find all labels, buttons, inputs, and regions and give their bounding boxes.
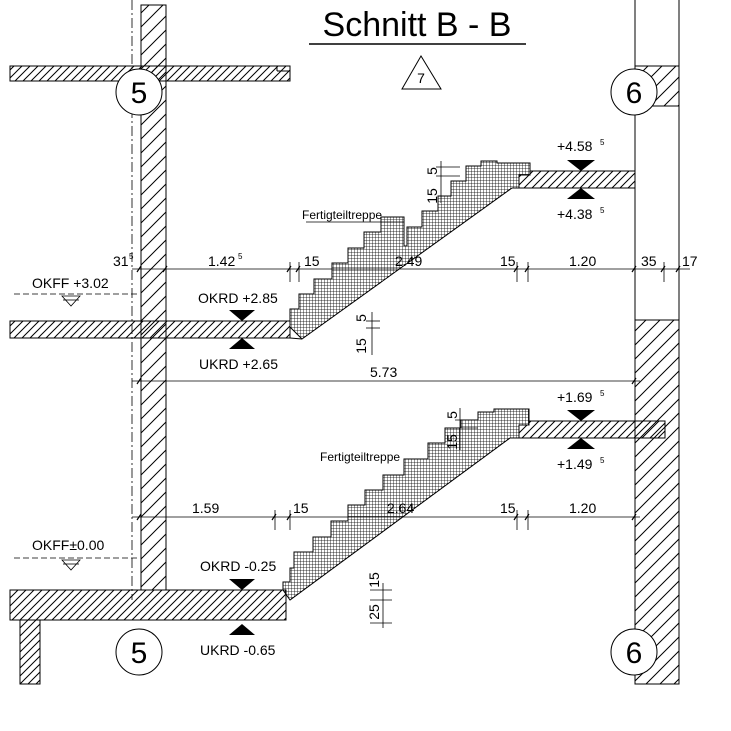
- lower-dim-3: 2.64: [387, 500, 414, 516]
- lower-dim-2: 15: [293, 500, 309, 516]
- upper-okff-label: OKFF +3.02: [32, 275, 109, 291]
- upper-floor-slab: [9, 320, 303, 340]
- upper-dim-wall-sup: 5: [129, 252, 134, 261]
- upper-dim-7: 17: [682, 253, 698, 269]
- upper-dim-5: 1.20: [569, 253, 596, 269]
- upper-stair: [289, 160, 531, 340]
- axis-5-top: 5: [115, 68, 163, 116]
- lower-landing-bottom-sup: 5: [600, 456, 605, 465]
- lower-ukrd-marker: UKRD -0.65: [200, 624, 276, 658]
- lower-landing-level-top: +1.69 5: [557, 389, 605, 421]
- lower-dim-4: 15: [500, 500, 516, 516]
- upper-ukrd-marker: UKRD +2.65: [199, 338, 278, 372]
- lower-riser-dims: 5 15: [444, 408, 478, 450]
- upper-landing-top-sup: 5: [600, 138, 605, 147]
- upper-stair-label: Fertigteiltreppe: [302, 208, 382, 222]
- lower-landing-bottom-value: +1.49: [557, 456, 593, 472]
- upper-riser-dims: 5 15: [424, 161, 460, 204]
- lower-okff-marker: OKFF±0.00: [14, 537, 140, 571]
- lower-stair-label: Fertigteiltreppe: [320, 450, 400, 464]
- axis-5-bottom-label: 5: [131, 637, 148, 670]
- axis-5-top-label: 5: [131, 77, 148, 110]
- upper-landing-bottom-sup: 5: [600, 206, 605, 215]
- upper-dim-2: 15: [304, 253, 320, 269]
- upper-landing: [515, 170, 636, 189]
- upper-dim-1: 1.42: [208, 253, 235, 269]
- lower-landing-top-value: +1.69: [557, 389, 593, 405]
- upper-okff-marker: OKFF +3.02: [14, 275, 140, 307]
- upper-landing-top-value: +4.58: [557, 138, 593, 154]
- lower-dimension-line: [132, 510, 640, 530]
- lower-riser-5: 5: [444, 411, 460, 419]
- upper-dim-3: 2.49: [395, 253, 422, 269]
- overall-dimension-line: [132, 376, 640, 388]
- upper-dim-6: 35: [641, 253, 657, 269]
- lower-okrd-label: OKRD -0.25: [200, 558, 276, 574]
- axis-6-bottom: 6: [610, 628, 658, 676]
- lower-okff-label: OKFF±0.00: [32, 537, 104, 553]
- upper-slab-5: 5: [353, 314, 369, 322]
- lower-dim-1: 1.59: [192, 500, 219, 516]
- upper-landing-level-top: +4.58 5: [557, 138, 605, 171]
- lower-slab-15: 15: [366, 572, 382, 588]
- lower-slab-25: 25: [366, 604, 382, 620]
- lower-landing-top-sup: 5: [600, 389, 605, 398]
- overall-dim: 5.73: [370, 364, 397, 380]
- upper-ukrd-label: UKRD +2.65: [199, 356, 278, 372]
- lower-floor-slab: [9, 589, 287, 685]
- lower-okrd-marker: OKRD -0.25: [200, 558, 276, 590]
- drawing-title: Schnitt B - B: [323, 6, 512, 44]
- section-marker-number: 7: [417, 70, 425, 86]
- upper-okrd-marker: OKRD +2.85: [198, 290, 278, 321]
- lower-riser-15: 15: [444, 434, 460, 450]
- axis-5-bottom: 5: [115, 628, 163, 676]
- upper-landing-level-bottom: +4.38 5: [557, 188, 605, 222]
- upper-dim-1-sup: 5: [238, 252, 243, 261]
- lower-landing-level-bottom: +1.49 5: [557, 438, 605, 472]
- section-marker: 7: [401, 55, 442, 90]
- upper-dim-4: 15: [500, 253, 516, 269]
- upper-slab-15: 15: [353, 338, 369, 354]
- lower-ukrd-label: UKRD -0.65: [200, 642, 276, 658]
- upper-dim-wall: 31: [113, 253, 129, 269]
- upper-landing-bottom-value: +4.38: [557, 206, 593, 222]
- upper-riser-15: 15: [424, 188, 440, 204]
- lower-landing: [518, 420, 666, 439]
- axis-6-top-label: 6: [626, 77, 643, 110]
- lower-slab-dims: 15 25: [366, 572, 392, 628]
- upper-slab-dims: 5 15: [353, 312, 380, 355]
- lower-stair: [282, 408, 530, 601]
- upper-dimension-line: [132, 262, 690, 282]
- axis-6-bottom-label: 6: [626, 637, 643, 670]
- upper-okrd-label: OKRD +2.85: [198, 290, 278, 306]
- upper-riser-5: 5: [424, 167, 440, 175]
- axis-6-top: 6: [610, 68, 658, 116]
- lower-dim-5: 1.20: [569, 500, 596, 516]
